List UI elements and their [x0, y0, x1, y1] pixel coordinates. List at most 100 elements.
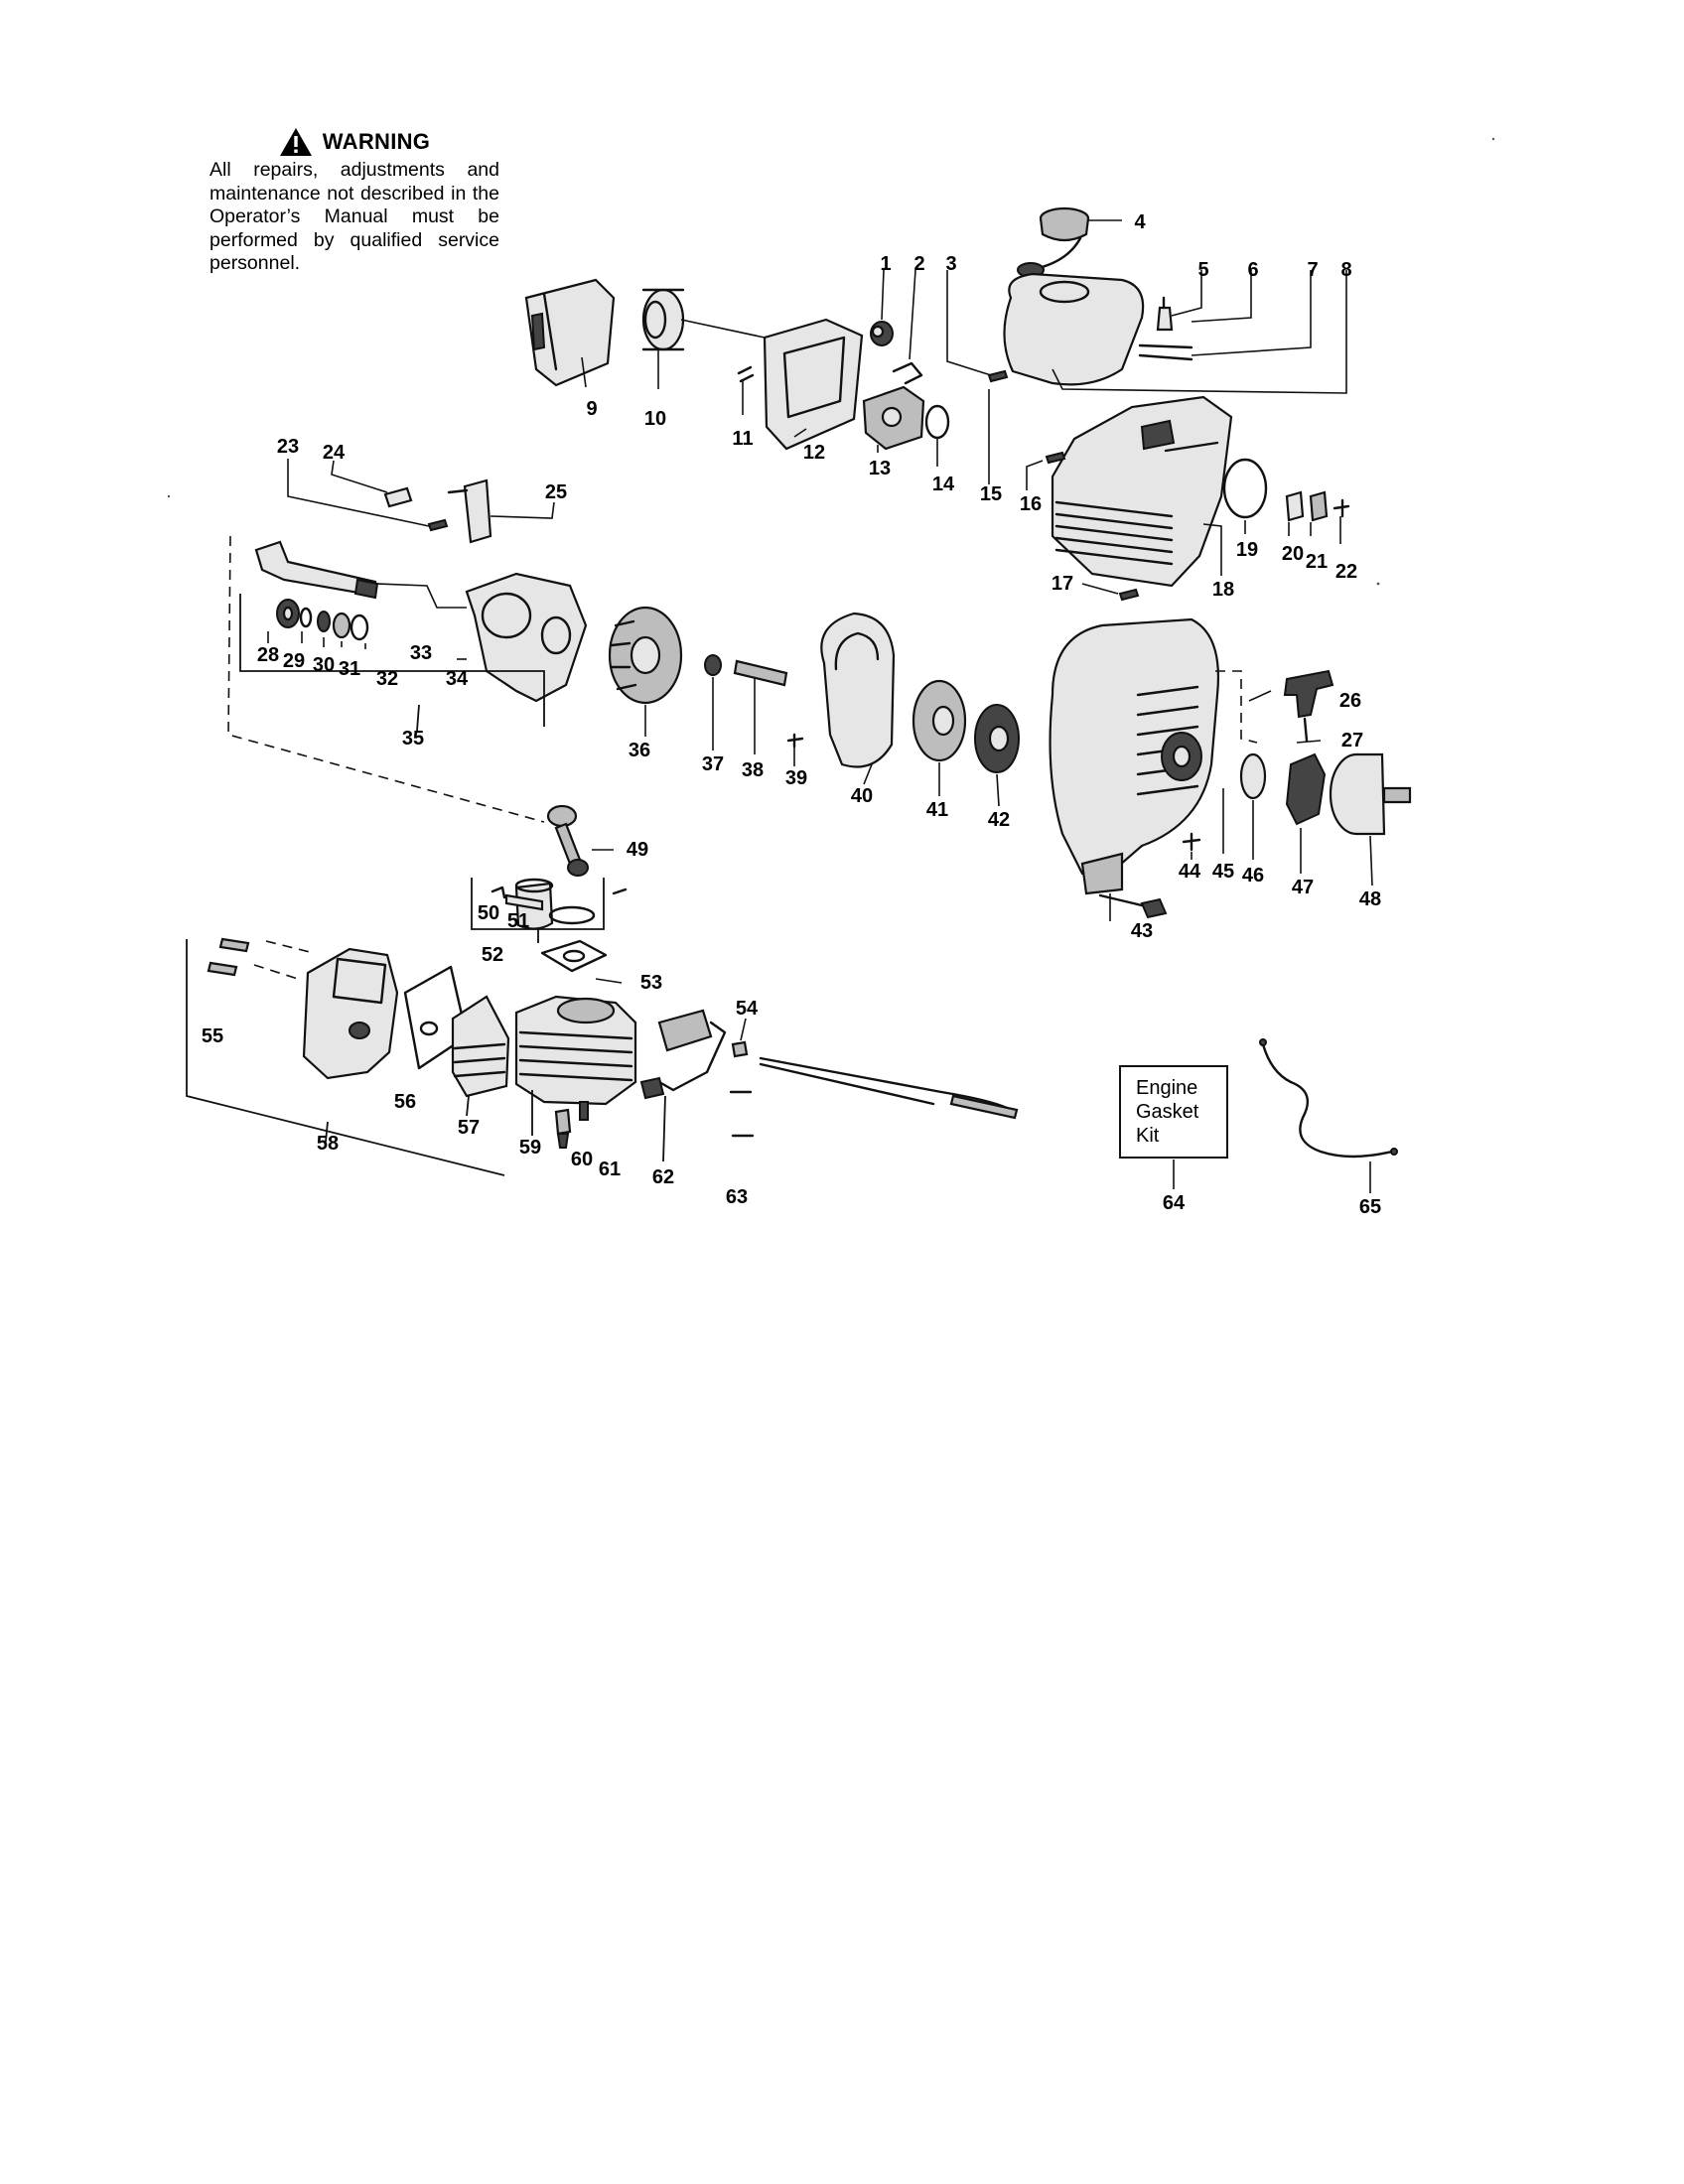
label-38: 38	[742, 759, 764, 781]
label-39: 39	[785, 767, 807, 789]
label-3: 3	[945, 253, 956, 275]
label-26: 26	[1339, 690, 1361, 712]
part-3-screw	[987, 369, 1009, 383]
scan-speck	[167, 494, 171, 498]
part-33-crankshaft	[254, 540, 379, 600]
part-31-bearing	[332, 612, 351, 639]
label-24: 24	[323, 442, 346, 464]
label-9: 9	[586, 398, 597, 420]
part-38-shaft	[733, 659, 788, 687]
label-30: 30	[313, 654, 335, 676]
label-25: 25	[545, 481, 567, 503]
label-35: 35	[402, 728, 424, 750]
label-8: 8	[1340, 259, 1351, 281]
part-21-bracket	[1309, 490, 1329, 522]
part-46-washer	[1239, 752, 1267, 800]
label-18: 18	[1212, 579, 1234, 601]
part-65-throttle-cable	[1259, 1038, 1398, 1159]
label-27: 27	[1341, 730, 1363, 751]
kit-line-1: Engine	[1136, 1077, 1197, 1099]
part-44-screw	[1182, 832, 1201, 852]
scan-speck	[1376, 582, 1380, 586]
part-40-shroud	[820, 612, 896, 768]
label-54: 54	[736, 998, 759, 1020]
label-19: 19	[1236, 539, 1258, 561]
label-58: 58	[317, 1133, 339, 1155]
label-42: 42	[988, 809, 1010, 831]
warning-notice: WARNING All repairs, adjustments and mai…	[210, 127, 499, 276]
part-wrist-pin	[504, 893, 544, 911]
label-1: 1	[880, 253, 891, 275]
label-4: 4	[1134, 211, 1146, 233]
part-60-spark-plug	[554, 1108, 572, 1149]
part-9-air-filter-cover	[524, 278, 616, 387]
part-34-crankcase	[465, 572, 588, 703]
part-32-seal	[350, 614, 369, 641]
part-20-bracket	[1285, 490, 1305, 522]
label-29: 29	[283, 650, 305, 672]
label-45: 45	[1212, 861, 1234, 883]
label-53: 53	[640, 972, 662, 994]
part-53-gasket	[540, 939, 608, 973]
part-17-screw	[1118, 588, 1140, 602]
label-36: 36	[629, 740, 650, 761]
label-12: 12	[803, 442, 825, 464]
label-2: 2	[913, 253, 924, 275]
part-2-clip	[892, 361, 923, 385]
part-22-screw	[1333, 498, 1350, 518]
part-23-screw	[427, 518, 449, 532]
part-number-labels: 1 2 3 4 5 6 7 8 9 10 11 12 13 14 15 16 1…	[202, 211, 1381, 1218]
part-16-screw	[1045, 451, 1066, 465]
label-32: 32	[376, 668, 398, 690]
part-49-connecting-rod	[546, 804, 589, 877]
label-46: 46	[1242, 865, 1264, 887]
part-37-nut	[704, 654, 722, 676]
part-10-air-filter	[641, 288, 685, 351]
label-60: 60	[571, 1149, 593, 1170]
label-10: 10	[644, 408, 666, 430]
part-28-bearing	[276, 599, 300, 628]
part-59-cylinder	[514, 995, 637, 1106]
label-62: 62	[652, 1166, 674, 1188]
label-31: 31	[339, 658, 360, 680]
label-49: 49	[627, 839, 648, 861]
part-54-terminal	[731, 1040, 749, 1058]
label-14: 14	[932, 474, 955, 495]
part-fuel-tank	[1003, 272, 1193, 386]
label-64: 64	[1163, 1192, 1186, 1214]
label-6: 6	[1247, 259, 1258, 281]
part-41-pulley	[912, 679, 967, 762]
part-57-heat-shield	[451, 995, 510, 1098]
label-47: 47	[1292, 877, 1314, 898]
part-39-screw	[786, 733, 804, 749]
part-61-screw	[579, 1101, 589, 1121]
part-26-starter-handle	[1283, 669, 1334, 719]
label-48: 48	[1359, 888, 1381, 910]
warning-text: All repairs, adjustments and maintenance…	[210, 159, 499, 274]
part-29-seal	[299, 607, 313, 628]
part-25-bracket	[447, 478, 492, 544]
part-48-clutch-drum	[1329, 752, 1412, 836]
warning-triangle-icon	[279, 128, 312, 156]
label-15: 15	[980, 483, 1002, 505]
part-36-flywheel	[608, 606, 683, 705]
label-63: 63	[726, 1186, 748, 1208]
label-56: 56	[394, 1091, 416, 1113]
label-41: 41	[926, 799, 948, 821]
part-63-screw	[729, 1090, 755, 1138]
label-61: 61	[599, 1159, 621, 1180]
engine-gasket-kit-box: Engine Gasket Kit	[1119, 1065, 1228, 1159]
label-33: 33	[410, 642, 432, 664]
scan-speck	[1491, 137, 1495, 141]
label-21: 21	[1306, 551, 1328, 573]
part-4-fuel-cap	[1017, 206, 1090, 278]
label-52: 52	[482, 944, 503, 966]
label-57: 57	[458, 1117, 480, 1139]
label-40: 40	[851, 785, 873, 807]
part-stop-wire	[759, 1056, 1019, 1120]
part-42-clutch	[974, 704, 1020, 773]
part-19-ring	[1222, 458, 1268, 519]
label-51: 51	[507, 910, 529, 932]
label-55: 55	[202, 1025, 223, 1047]
